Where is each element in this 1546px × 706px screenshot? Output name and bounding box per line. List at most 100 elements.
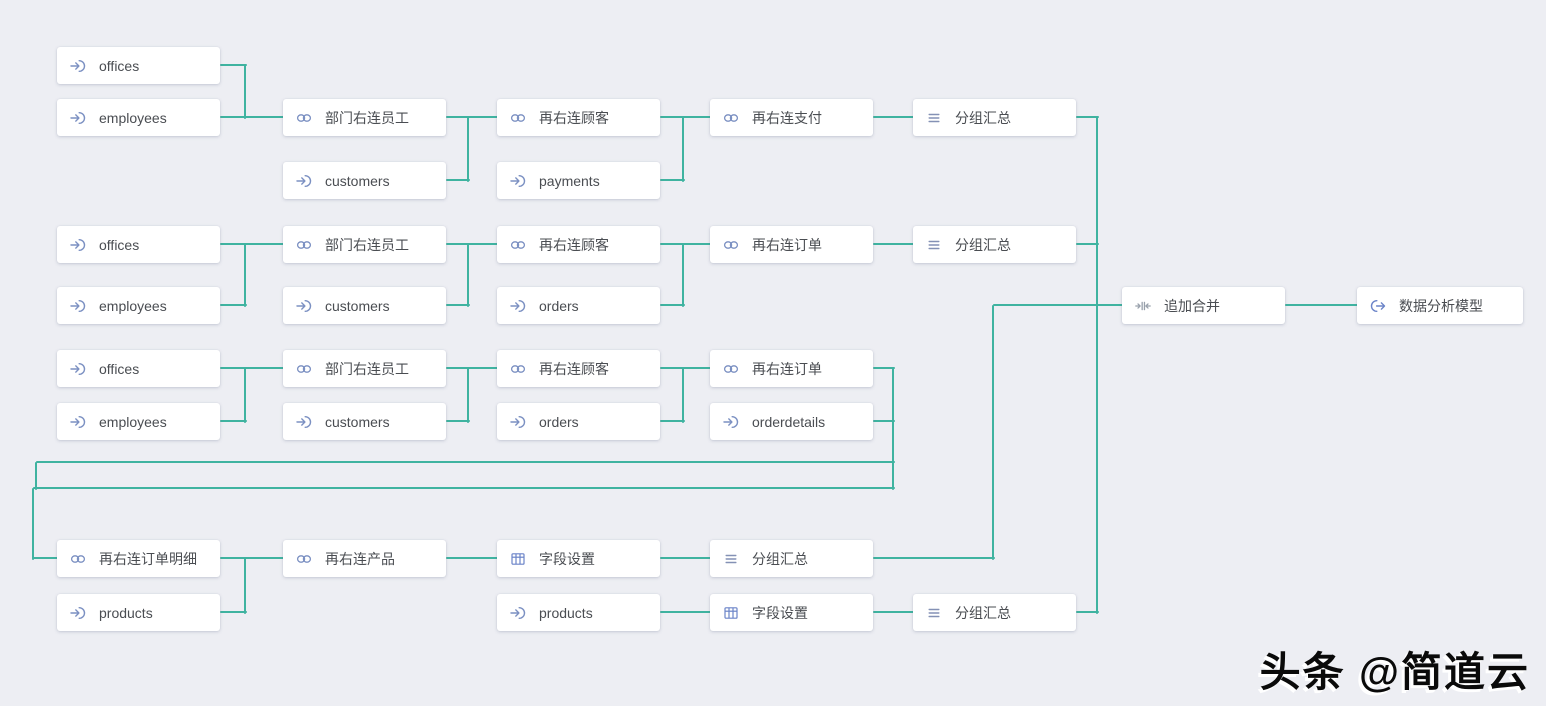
node-employees-2[interactable]: employees [57, 287, 220, 324]
connector-line [660, 243, 712, 245]
join-icon [723, 361, 739, 377]
input-icon [510, 173, 526, 189]
node-field-settings-2[interactable]: 字段设置 [710, 594, 873, 631]
input-icon [510, 605, 526, 621]
fields-icon [510, 551, 526, 567]
node-join-dept-emp-1[interactable]: 部门右连员工 [283, 99, 446, 136]
node-employees-1[interactable]: employees [57, 99, 220, 136]
input-icon [70, 605, 86, 621]
connector-line [682, 117, 684, 182]
connector-line [1076, 611, 1099, 613]
connector-line [1096, 117, 1098, 307]
append-icon [1135, 298, 1151, 314]
connector-line [35, 462, 37, 490]
connector-line [244, 368, 246, 423]
connector-line [446, 243, 499, 245]
node-payments-1[interactable]: payments [497, 162, 660, 199]
connector-line [1076, 243, 1099, 245]
node-label: customers [325, 172, 390, 189]
input-icon [70, 237, 86, 253]
node-orders-2[interactable]: orders [497, 287, 660, 324]
node-join-products[interactable]: 再右连产品 [283, 540, 446, 577]
node-label: 分组汇总 [752, 550, 808, 567]
node-label: 部门右连员工 [325, 236, 409, 253]
join-icon [70, 551, 86, 567]
connector-line [446, 557, 499, 559]
connector-line [660, 116, 712, 118]
node-group-summary-2[interactable]: 分组汇总 [913, 226, 1076, 263]
node-offices-2[interactable]: offices [57, 226, 220, 263]
node-orderdetails-3[interactable]: orderdetails [710, 403, 873, 440]
input-icon [70, 361, 86, 377]
input-icon [510, 298, 526, 314]
fields-icon [723, 605, 739, 621]
join-icon [510, 110, 526, 126]
node-join-orderdetails[interactable]: 再右连订单明细 [57, 540, 220, 577]
connector-line [660, 611, 712, 613]
node-join-customers-2[interactable]: 再右连顾客 [497, 226, 660, 263]
node-customers-3[interactable]: customers [283, 403, 446, 440]
node-field-settings-1[interactable]: 字段设置 [497, 540, 660, 577]
node-label: 再右连顾客 [539, 360, 609, 377]
output-icon [1370, 298, 1386, 314]
connector-line [892, 368, 894, 464]
connector-line [660, 420, 685, 422]
connector-line [1096, 305, 1098, 614]
join-icon [510, 237, 526, 253]
join-icon [296, 237, 312, 253]
connector-line [244, 65, 246, 119]
node-output-model[interactable]: 数据分析模型 [1357, 287, 1523, 324]
node-join-dept-emp-3[interactable]: 部门右连员工 [283, 350, 446, 387]
join-icon [296, 110, 312, 126]
node-products-1[interactable]: products [57, 594, 220, 631]
summary-icon [926, 110, 942, 126]
connector-line [32, 488, 34, 560]
node-label: employees [99, 413, 167, 430]
join-icon [296, 551, 312, 567]
node-label: 数据分析模型 [1399, 297, 1483, 314]
connector-line [873, 367, 895, 369]
summary-icon [926, 605, 942, 621]
connector-line [33, 487, 895, 489]
connector-line [36, 461, 895, 463]
node-label: 字段设置 [539, 550, 595, 567]
node-join-customers-1[interactable]: 再右连顾客 [497, 99, 660, 136]
node-join-orders-3[interactable]: 再右连订单 [710, 350, 873, 387]
node-join-orders-2[interactable]: 再右连订单 [710, 226, 873, 263]
connector-line [873, 557, 995, 559]
connector-line [873, 420, 895, 422]
node-label: 分组汇总 [955, 236, 1011, 253]
node-label: 再右连产品 [325, 550, 395, 567]
node-orders-3[interactable]: orders [497, 403, 660, 440]
node-label: 分组汇总 [955, 109, 1011, 126]
node-join-dept-emp-2[interactable]: 部门右连员工 [283, 226, 446, 263]
node-label: payments [539, 172, 600, 189]
connector-line [220, 116, 285, 118]
connector-line [244, 244, 246, 307]
node-customers-2[interactable]: customers [283, 287, 446, 324]
node-label: 追加合并 [1164, 297, 1220, 314]
node-label: 再右连顾客 [539, 109, 609, 126]
node-offices-3[interactable]: offices [57, 350, 220, 387]
node-join-customers-3[interactable]: 再右连顾客 [497, 350, 660, 387]
node-group-summary-1[interactable]: 分组汇总 [913, 99, 1076, 136]
connector-line [993, 304, 1124, 306]
node-label: 部门右连员工 [325, 109, 409, 126]
node-join-payments-1[interactable]: 再右连支付 [710, 99, 873, 136]
node-label: offices [99, 236, 140, 253]
node-group-summary-4[interactable]: 分组汇总 [913, 594, 1076, 631]
connector-line [992, 305, 994, 560]
node-employees-3[interactable]: employees [57, 403, 220, 440]
connector-line [682, 368, 684, 423]
node-label: employees [99, 297, 167, 314]
node-label: 分组汇总 [955, 604, 1011, 621]
node-append-merge[interactable]: 追加合并 [1122, 287, 1285, 324]
node-label: 再右连顾客 [539, 236, 609, 253]
node-group-summary-3[interactable]: 分组汇总 [710, 540, 873, 577]
node-label: orders [539, 413, 579, 430]
node-customers-1[interactable]: customers [283, 162, 446, 199]
node-label: customers [325, 413, 390, 430]
node-offices-1[interactable]: offices [57, 47, 220, 84]
node-products-2[interactable]: products [497, 594, 660, 631]
